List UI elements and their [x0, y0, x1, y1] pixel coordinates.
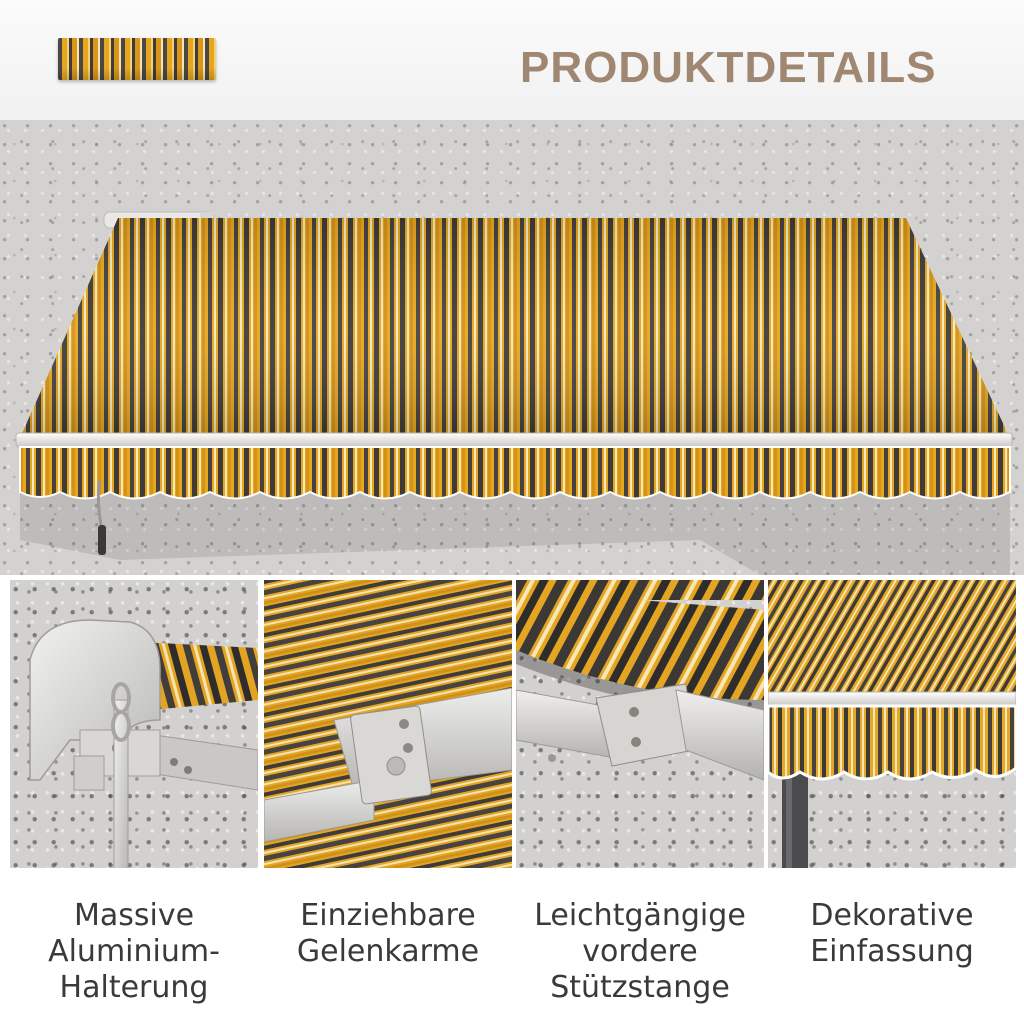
wall-bracket-closeup-icon: [29, 619, 258, 868]
caption-front-bar: Leichtgängige vordere Stützstange: [516, 898, 764, 1006]
folding-arm-closeup-icon: [264, 580, 512, 868]
detail-image-front-bar: [516, 580, 764, 868]
caption-line: Dekorative: [810, 898, 974, 933]
fabric-swatch-icon: [58, 38, 216, 80]
hero-image: [0, 120, 1024, 575]
detail-image-bracket: [10, 580, 258, 868]
awning-illustration: [15, 211, 1013, 575]
caption-line: Halterung: [59, 970, 209, 1005]
caption-line: Aluminium-: [48, 934, 220, 969]
detail-image-arms: [264, 580, 512, 868]
caption-valance: Dekorative Einfassung: [768, 898, 1016, 970]
caption-line: Leichtgängige: [534, 898, 746, 933]
page-title: PRODUKTDETAILS: [520, 43, 937, 92]
header-band: PRODUKTDETAILS: [0, 0, 1024, 120]
caption-line: Einziehbare: [300, 898, 476, 933]
caption-line: Massive: [73, 898, 195, 933]
caption-bracket: Massive Aluminium- Halterung: [10, 898, 258, 1006]
caption-line: Gelenkarme: [296, 934, 480, 969]
caption-line: Stützstange: [550, 970, 730, 1005]
front-bar-closeup-icon: [516, 580, 764, 781]
detail-image-valance: [768, 580, 1016, 868]
caption-line: Einfassung: [810, 934, 974, 969]
caption-line: vordere: [582, 934, 698, 969]
valance-closeup-icon: [768, 580, 1016, 868]
caption-arms: Einziehbare Gelenkarme: [264, 898, 512, 970]
